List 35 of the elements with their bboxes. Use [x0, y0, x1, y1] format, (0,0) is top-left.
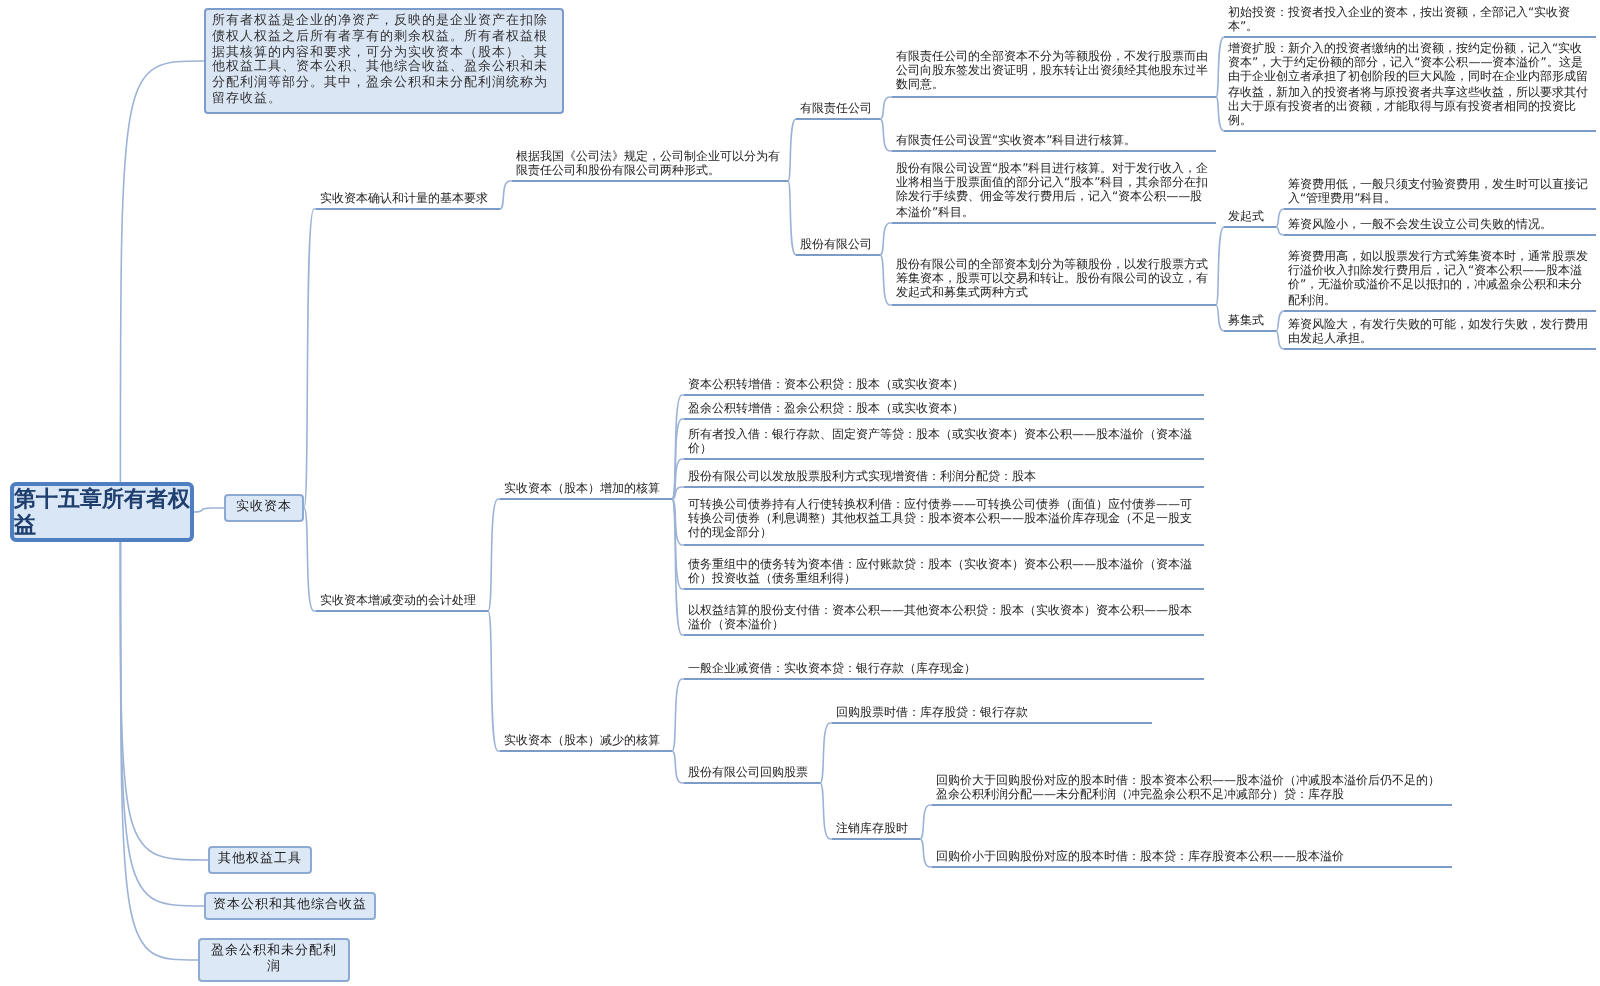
branch-line — [1275, 310, 1285, 332]
branch-line — [671, 418, 685, 500]
branch-line — [671, 486, 685, 500]
branch-line — [879, 222, 893, 256]
branch-line — [919, 838, 933, 868]
branch-line — [119, 541, 199, 961]
branch-line — [787, 118, 797, 182]
branch-line — [671, 498, 685, 636]
branch-line — [879, 254, 893, 306]
branch-line — [499, 180, 513, 210]
branch-line — [787, 180, 797, 256]
branch-line — [671, 498, 685, 590]
branch-line — [303, 208, 317, 509]
branch-line — [819, 722, 833, 784]
branch-line — [1215, 304, 1225, 332]
branch-line — [671, 458, 685, 500]
branch-line — [819, 782, 833, 840]
branch-line — [919, 804, 933, 840]
branch-line — [1275, 226, 1285, 236]
branch-line — [671, 498, 685, 546]
branch-line — [1215, 226, 1225, 306]
branch-line — [879, 118, 893, 152]
branch-line — [487, 498, 501, 612]
branch-line — [303, 507, 317, 612]
branch-line — [1215, 36, 1225, 98]
branch-line — [487, 610, 501, 752]
branch-line — [671, 678, 685, 752]
branch-line — [879, 96, 893, 120]
branch-line — [193, 507, 225, 513]
branch-line — [1275, 330, 1285, 350]
branch-line — [119, 60, 205, 483]
central-topic-box: 第十五章所有者权益 — [10, 482, 194, 542]
branch-line — [1215, 96, 1225, 132]
branch-line — [1275, 208, 1285, 228]
branch-line — [671, 750, 685, 784]
